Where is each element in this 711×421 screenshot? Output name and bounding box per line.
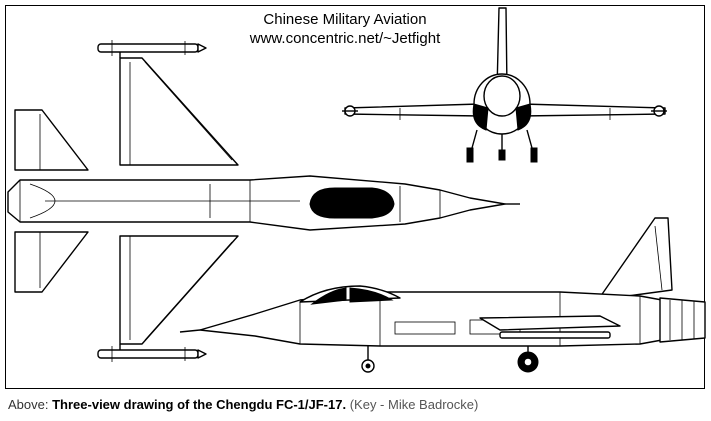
figure-caption: Above: Three-view drawing of the Chengdu…: [8, 397, 478, 412]
front-view: [342, 7, 667, 163]
plan-view: [7, 40, 520, 362]
caption-prefix: Above:: [8, 397, 49, 412]
watermark: Chinese Military Aviation www.concentric…: [225, 10, 465, 48]
side-view: [179, 217, 706, 373]
watermark-url: www.concentric.net/~Jetfight: [249, 30, 441, 47]
watermark-title: Chinese Military Aviation: [263, 11, 427, 28]
caption-title: Three-view drawing of the Chengdu FC-1/J…: [52, 397, 347, 412]
caption-credit: (Key - Mike Badrocke): [349, 397, 479, 412]
